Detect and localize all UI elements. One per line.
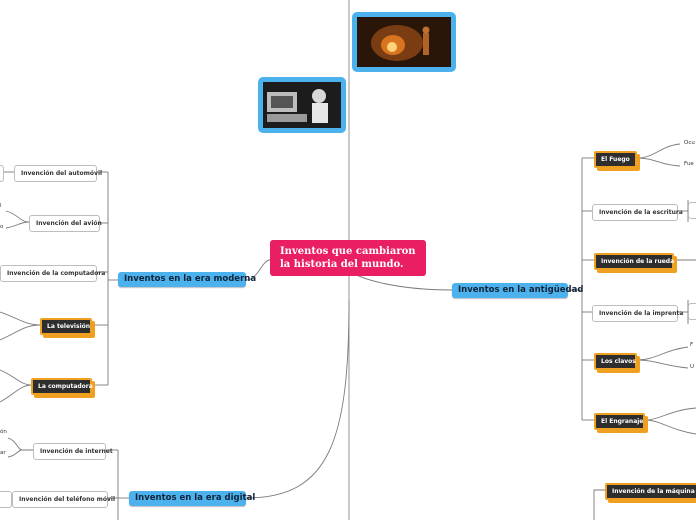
branch-digital-era[interactable]: Inventos en la era digital [129,491,255,506]
cave-fire-photo-frame[interactable] [352,12,456,72]
leaf-stub[interactable] [0,165,4,182]
modern-item-airplane[interactable]: Invención del avión [29,215,102,232]
ancient-item-writing[interactable]: Invención de la escritura [592,204,683,221]
leaf-fragment: F [690,342,694,348]
leaf-fragment: U [690,364,695,370]
modern-item-computer-invention[interactable]: Invención de la computadora [0,265,105,282]
leaf-fragment: o [0,224,4,230]
leaf-stub[interactable] [688,202,696,219]
modern-item-television[interactable]: La televisión [40,318,92,335]
vintage-machine-photo-frame[interactable] [258,77,346,133]
digital-item-mobile-phone[interactable]: Invención del teléfono móvil [12,491,115,508]
leaf-stub[interactable] [0,491,12,508]
ancient-item-machine[interactable]: Invención de la máquina de [605,483,696,500]
branch-modern-era[interactable]: Inventos en la era moderna [118,272,256,287]
leaf-fragment: ar [0,450,6,456]
leaf-fragment: ón [0,429,7,435]
photo-icon [263,82,341,128]
leaf-stub[interactable] [688,303,696,320]
center-topic[interactable]: Inventos que cambiaron la historia del m… [270,240,426,276]
digital-item-internet[interactable]: Invención de internet [33,443,113,460]
modern-item-computer[interactable]: La computadora [31,378,93,395]
ancient-item-nails[interactable]: Los clavos [594,353,637,370]
ancient-item-printing-press[interactable]: Invención de la imprenta [592,305,683,322]
ancient-item-gear[interactable]: El Engranaje [594,413,645,430]
ancient-item-wheel[interactable]: Invención de la rueda [594,253,674,270]
photo-icon [357,17,451,67]
branch-ancient-era[interactable]: Inventos en la antigüedad [452,283,583,298]
leaf-fragment: Fue [684,161,694,167]
leaf-fragment: Ocu [684,140,695,146]
leaf-fragment: l [0,203,2,209]
ancient-item-fire[interactable]: El Fuego [594,151,637,168]
modern-item-automobile[interactable]: Invención del automóvil [14,165,102,182]
